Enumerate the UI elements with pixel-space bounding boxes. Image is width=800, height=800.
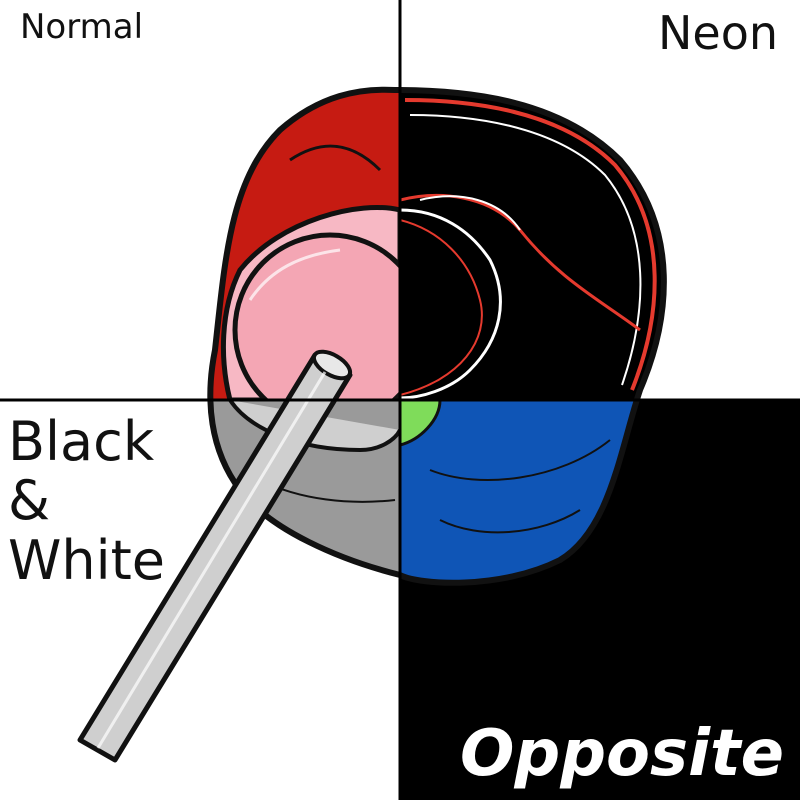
neon-quadrant xyxy=(400,90,664,583)
normal-quadrant xyxy=(210,90,400,400)
label-black-white: Black & White xyxy=(8,410,166,592)
label-neon: Neon xyxy=(657,6,778,60)
label-opposite: Opposite xyxy=(459,717,784,791)
lollipop-stick xyxy=(77,349,353,763)
label-normal: Normal xyxy=(20,7,144,47)
